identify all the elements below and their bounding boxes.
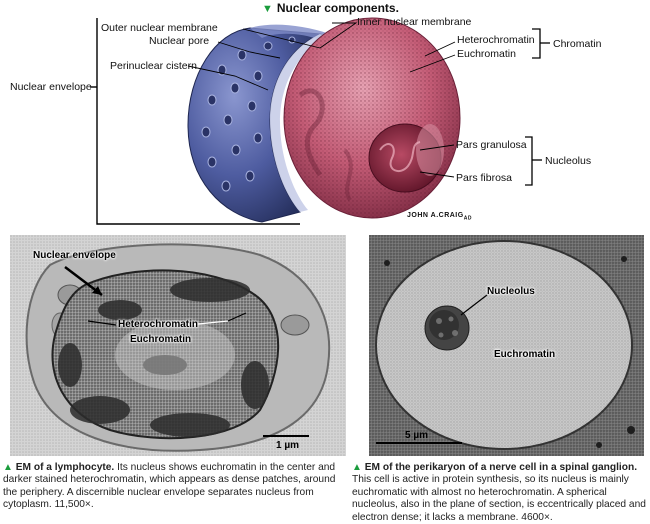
nuclear-envelope-bracket [90, 18, 300, 225]
caption-left-heading: EM of a lymphocyte. [15, 462, 115, 473]
triangle-down-icon: ▼ [262, 3, 273, 15]
nuclear-envelope-shell [187, 24, 330, 223]
caption-right: ▲ EM of the perikaryon of a nerve cell i… [352, 462, 647, 524]
label-pars-fibrosa: Pars fibrosa [456, 172, 513, 184]
triangle-up-icon: ▲ [352, 462, 362, 473]
caption-right-heading: EM of the perikaryon of a nerve cell in … [364, 462, 638, 473]
nerve-cell-em-photo: Nucleolus Euchromatin 5 µm [369, 235, 644, 456]
label-chromatin: Chromatin [553, 38, 602, 50]
caption-right-body: This cell is active in protein synthesis… [352, 474, 646, 523]
chromatin-hemisphere [283, 17, 461, 219]
nucleolus-bracket [525, 136, 542, 186]
nucleolus-shape [368, 123, 444, 193]
lymphocyte-em-photo: Nuclear envelope Heterochromatin Euchrom… [10, 235, 346, 456]
nerve-cell-micrograph [369, 235, 644, 456]
lymphocyte-micrograph [10, 235, 346, 456]
scale-label-1um: 1 µm [276, 440, 299, 451]
illustrator-signature: JOHN A.CRAIGAD [407, 210, 472, 224]
label-heterochromatin: Heterochromatin [457, 34, 535, 46]
em-label-euchromatin: Euchromatin [130, 334, 192, 345]
leader-lines [187, 22, 456, 178]
label-pars-granulosa: Pars granulosa [456, 139, 527, 151]
em-label-nucleolus: Nucleolus [487, 286, 535, 297]
em-label-euchromatin-right: Euchromatin [494, 349, 556, 360]
label-inner-nuclear-membrane: Inner nuclear membrane [357, 16, 472, 28]
label-nucleolus: Nucleolus [545, 155, 592, 167]
label-nuclear-pore: Nuclear pore [149, 35, 210, 47]
label-nuclear-envelope: Nuclear envelope [10, 81, 92, 93]
em-label-heterochromatin: Heterochromatin [118, 319, 199, 330]
nucleus-illustration [90, 17, 550, 225]
scale-bar-5um [376, 442, 462, 444]
em-label-nuclear-envelope: Nuclear envelope [33, 250, 116, 261]
signature-name: JOHN A.CRAIG [407, 212, 464, 219]
figure-title: ▼Nuclear components. [262, 1, 399, 15]
caption-left: ▲ EM of a lymphocyte. Its nucleus shows … [3, 462, 343, 512]
label-outer-nuclear-membrane: Outer nuclear membrane [101, 22, 218, 34]
caption-left-body: Its nucleus shows euchromatin in the cen… [3, 462, 336, 511]
scale-bar-1um [263, 435, 309, 437]
scale-label-5um: 5 µm [405, 430, 428, 441]
signature-suffix: AD [463, 215, 472, 222]
label-euchromatin: Euchromatin [457, 48, 516, 60]
figure-title-text: Nuclear components. [276, 1, 399, 15]
triangle-up-icon: ▲ [3, 462, 13, 473]
chromatin-bracket [532, 28, 550, 59]
label-perinuclear-cistern: Perinuclear cistern [110, 60, 197, 72]
